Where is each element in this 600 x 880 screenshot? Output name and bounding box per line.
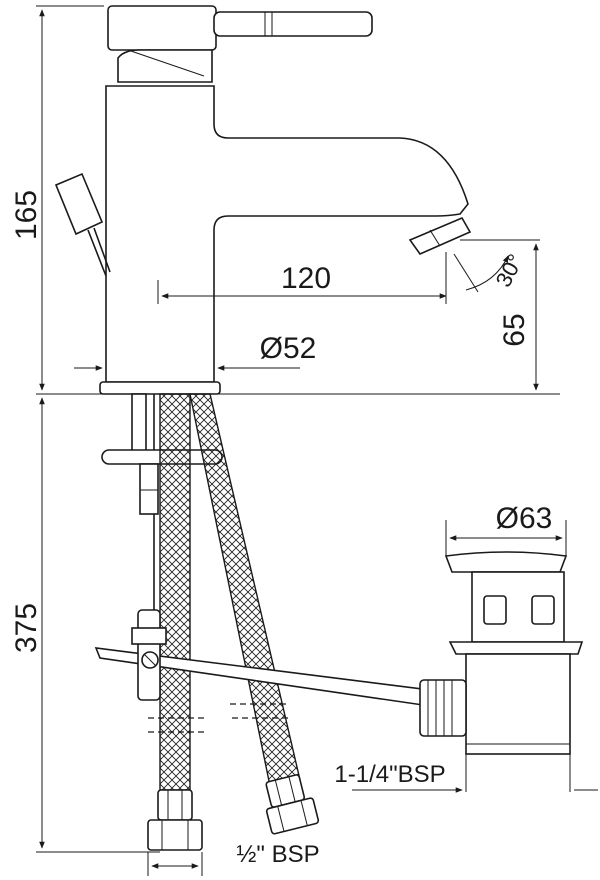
hose-fitting-right [265,774,320,835]
dim-hose-connection: ½" BSP [236,841,319,868]
dimension-lines [36,5,598,876]
popup-rod [54,172,111,277]
aerator [408,216,472,255]
dim-waste-thread: 1-1/4"BSP [334,761,445,788]
dim-body-diameter: Ø52 [260,332,317,365]
dim-spout-clearance: 65 [498,313,531,346]
faucet-assembly [54,5,472,395]
braided-hose-right [189,393,301,787]
faucet-body [105,85,469,383]
dim-faucet-height: 165 [10,190,43,240]
dim-waste-diameter: Ø63 [496,502,553,535]
dim-under-basin-length: 375 [10,603,43,653]
dim-spout-reach: 120 [281,262,331,295]
braided-hose-left [159,393,191,791]
under-basin-assembly [94,393,584,851]
popup-waste [419,551,584,755]
base-ring [99,381,221,395]
hose-fitting-left [147,789,203,851]
lever-handle [107,5,373,83]
dim-spout-angle: 30° [491,250,529,291]
popup-linkage [94,609,431,707]
